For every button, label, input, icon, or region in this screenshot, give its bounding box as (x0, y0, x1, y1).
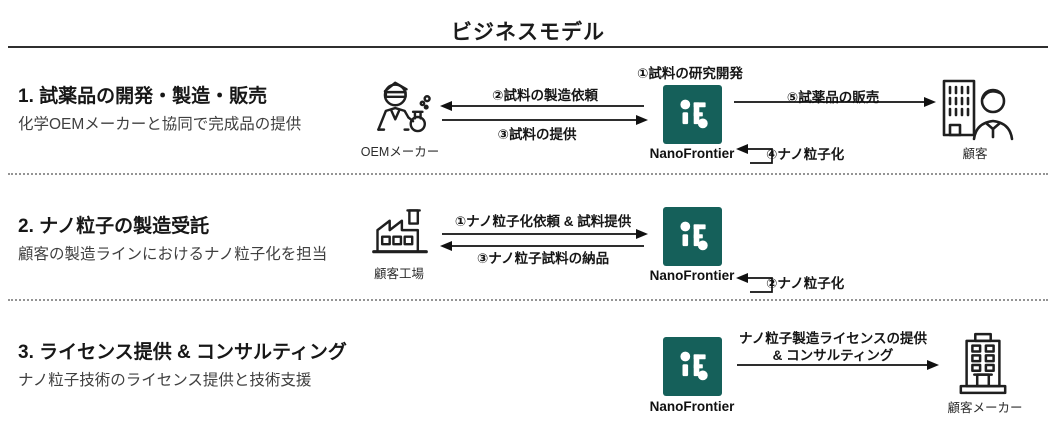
row3-license-label-line2: & コンサルティング (772, 348, 894, 363)
row1-step1-label: ①試料の研究開発 (637, 66, 743, 81)
row3-right-actor-label: 顧客メーカー (947, 401, 1023, 415)
scientist-icon (366, 79, 432, 139)
section-divider-1 (8, 173, 1048, 175)
self-loop-arrow-row1 (736, 144, 773, 164)
nanofrontier-logo (663, 337, 722, 396)
arrow-left-manufacture-request (440, 101, 644, 111)
row3-company-label: NanoFrontier (649, 399, 735, 414)
row3-heading: 3. ライセンス提供 & コンサルティング (18, 342, 347, 363)
arrow-right-nano-request (442, 229, 648, 239)
title-underline (8, 46, 1048, 48)
row3-license-label-line1: ナノ粒子製造ライセンスの提供 (738, 331, 928, 346)
office-building-icon (956, 332, 1010, 396)
row1-right-actor-label: 顧客 (962, 147, 988, 161)
row2-heading: 2. ナノ粒子の製造受託 (18, 216, 210, 237)
row2-subheading: 顧客の製造ラインにおけるナノ粒子化を担当 (18, 246, 328, 263)
row2-step2-label: ②ナノ粒子化 (766, 276, 845, 291)
row1-heading: 1. 試薬品の開発・製造・販売 (18, 86, 268, 107)
page-title: ビジネスモデル (451, 21, 605, 44)
row3-subheading: ナノ粒子技術のライセンス提供と技術支援 (18, 372, 312, 389)
row1-step2-label: ②試料の製造依頼 (492, 88, 598, 103)
customer-icon (938, 77, 1014, 141)
row2-company-label: NanoFrontier (649, 268, 735, 283)
section-divider-2 (8, 299, 1048, 301)
arrow-right-license (737, 360, 939, 370)
row1-company-label: NanoFrontier (649, 146, 735, 161)
row1-step3-label: ③試料の提供 (497, 127, 577, 142)
row2-left-actor-label: 顧客工場 (373, 267, 425, 281)
nanofrontier-logo (663, 207, 722, 266)
nanofrontier-logo (663, 85, 722, 144)
arrow-right-sample-provide (442, 115, 648, 125)
factory-icon (370, 204, 430, 260)
row1-step4-label: ④ナノ粒子化 (766, 147, 845, 162)
row1-left-actor-label: OEMメーカー (360, 145, 440, 159)
row1-subheading: 化学OEMメーカーと協同で完成品の提供 (18, 116, 302, 133)
arrow-right-reagent-sale (734, 97, 936, 107)
self-loop-arrow-row2 (736, 273, 773, 293)
arrow-left-sample-delivery (440, 241, 644, 251)
row2-step3-label: ③ナノ粒子試料の納品 (476, 251, 610, 266)
row2-step1-label: ①ナノ粒子化依頼 & 試料提供 (454, 214, 632, 229)
